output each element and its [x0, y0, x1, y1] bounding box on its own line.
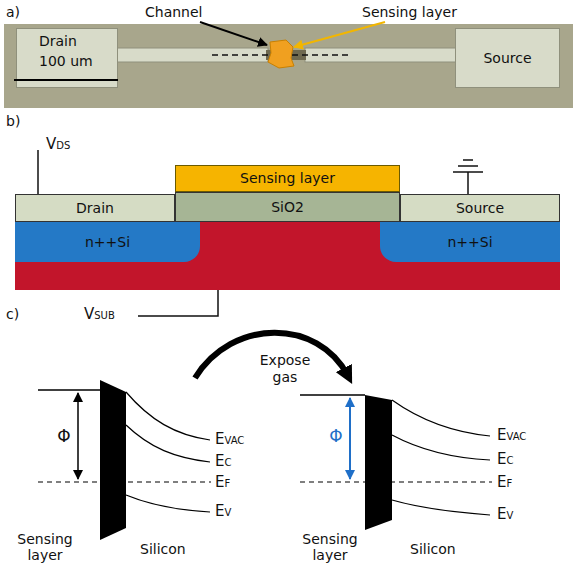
signal-name: VSUB — [84, 306, 115, 324]
region-label: n++Si — [447, 234, 492, 251]
band-diagram — [300, 395, 492, 530]
material-label: Silicon — [410, 541, 456, 558]
contact-pad: Source — [455, 28, 560, 88]
substrate — [15, 222, 560, 290]
leader-arrow — [200, 22, 267, 45]
leader-arrow — [294, 22, 385, 47]
micrograph-ground — [4, 24, 573, 108]
energy-level: EV — [215, 503, 231, 521]
doped-region: n++Si — [380, 222, 560, 262]
material-label: Sensing layer — [10, 531, 80, 563]
energy-level: EF — [215, 474, 230, 492]
scale-label: 100 um — [39, 53, 93, 70]
work-function-symbol: Φ — [57, 426, 70, 446]
layer-label: SiO2 — [271, 199, 304, 216]
source-contact: Source — [400, 194, 560, 222]
wire — [37, 150, 39, 194]
pad-label: Drain — [39, 33, 77, 50]
scale-bar — [14, 79, 118, 81]
callout-label: Sensing layer — [362, 4, 457, 21]
layer-label: Drain — [76, 200, 114, 217]
layer-label: Sensing layer — [240, 170, 335, 187]
doped-region: n++Si — [15, 222, 200, 262]
signal-name: VDS — [46, 136, 70, 154]
work-function-symbol: Φ — [329, 426, 342, 446]
panel-label: b) — [6, 113, 20, 130]
energy-level: EVAC — [497, 427, 526, 445]
wire — [138, 290, 218, 316]
drain-contact: Drain — [15, 194, 175, 222]
energy-level: EC — [215, 453, 231, 471]
process-label: Expose gas — [250, 352, 320, 386]
energy-level: EV — [497, 506, 513, 524]
callout-label: Channel — [145, 4, 202, 21]
energy-level: EVAC — [215, 431, 244, 449]
ground-symbol — [453, 160, 483, 194]
panel-label: c) — [6, 306, 19, 323]
layer-label: Source — [456, 200, 504, 217]
energy-level: EF — [497, 474, 512, 492]
pad-label: Source — [483, 50, 531, 67]
contact-pad: Drain 100 um — [16, 28, 118, 88]
material-label: Sensing layer — [295, 531, 365, 563]
panel-label: a) — [6, 4, 20, 21]
band-diagram — [38, 380, 211, 540]
region-label: n++Si — [85, 234, 130, 251]
sensing-layer: Sensing layer — [175, 165, 400, 192]
sensing-spot — [268, 40, 294, 68]
material-label: Silicon — [140, 541, 186, 558]
oxide-layer: SiO2 — [175, 192, 400, 222]
energy-level: EC — [497, 451, 513, 469]
